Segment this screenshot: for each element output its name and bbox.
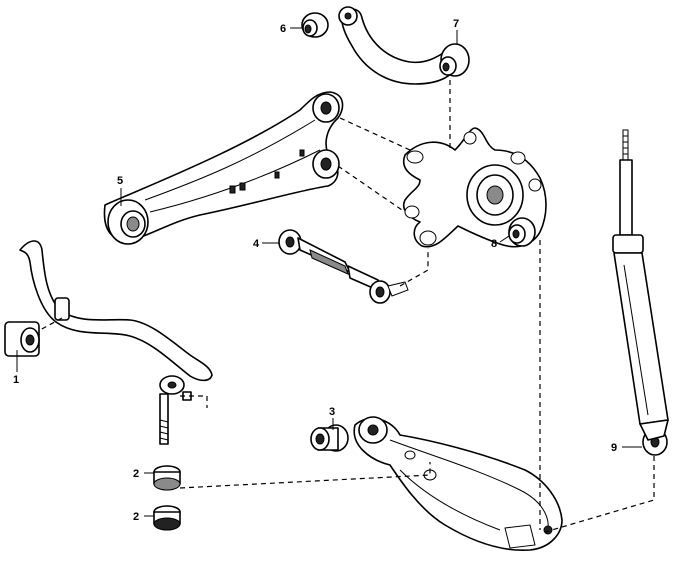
callout-1: 1 bbox=[13, 374, 19, 386]
callout-2-upper: 2 bbox=[133, 468, 139, 480]
callout-2-lower: 2 bbox=[133, 511, 139, 523]
lower-control-arm bbox=[353, 416, 563, 551]
part-6-bushing bbox=[301, 12, 329, 38]
assembly-lines bbox=[39, 80, 655, 533]
part-7-upper-arm bbox=[338, 6, 470, 85]
knuckle bbox=[402, 127, 547, 248]
stabilizer-link bbox=[159, 375, 192, 445]
part-8-knuckle-bushing bbox=[508, 217, 536, 247]
part-2-upper bbox=[153, 465, 181, 491]
callout-8: 8 bbox=[491, 238, 497, 250]
part-3-bushing bbox=[310, 424, 349, 452]
callout-7: 7 bbox=[453, 18, 459, 30]
part-5-lower-arm bbox=[103, 91, 344, 245]
part-1-bushing bbox=[4, 321, 40, 357]
callout-3: 3 bbox=[329, 406, 335, 418]
part-4-toe-link bbox=[278, 229, 409, 304]
callout-6: 6 bbox=[280, 23, 286, 35]
part-2-lower bbox=[153, 505, 181, 531]
callout-4: 4 bbox=[253, 238, 260, 250]
callout-5: 5 bbox=[117, 175, 123, 187]
part-1-stabilizer-bar bbox=[19, 240, 213, 382]
part-9-shock-absorber bbox=[612, 129, 669, 456]
callout-9: 9 bbox=[611, 442, 617, 454]
callouts: 1 2 2 3 4 5 6 7 8 9 bbox=[13, 18, 617, 523]
leader-lines bbox=[16, 27, 642, 517]
